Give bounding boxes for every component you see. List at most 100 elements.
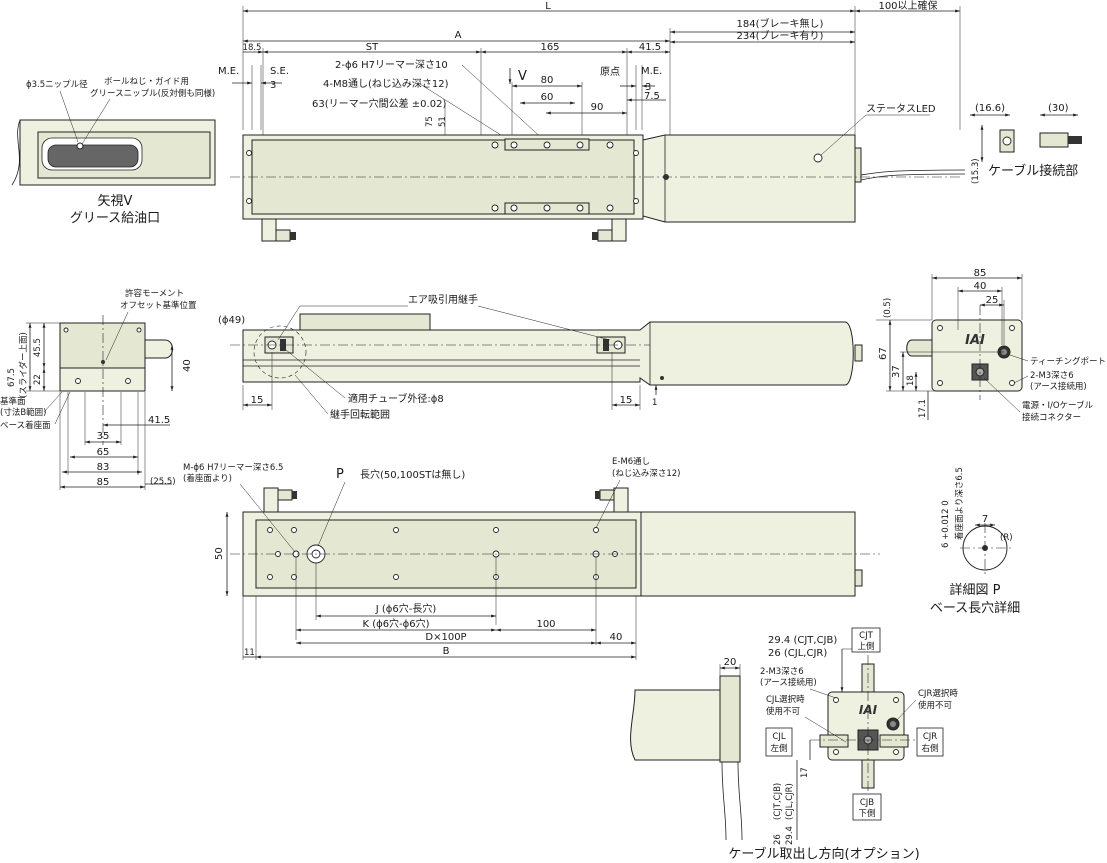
dim-J: J (ϕ6穴-長穴)	[375, 602, 437, 615]
title-detail-p: 詳細図 P	[950, 582, 1001, 598]
label-teaching-port: ティーチングポート	[1030, 356, 1106, 367]
air-fitting-left-top	[261, 218, 296, 242]
dim-60: 60	[541, 92, 554, 103]
side-view: (ϕ49) エア吸引用継手 適用チューブ外径:ϕ8 継手回転範囲 15 15 1	[218, 293, 863, 421]
cable-connection-detail: (16.6) (30) (15.3) ケーブル接続部	[970, 103, 1082, 184]
note-reamer: 2-ϕ6 H7リーマー深さ10	[335, 59, 448, 71]
dim-37: 37	[891, 365, 902, 378]
label-moment-1: 許容モーメント	[125, 288, 184, 299]
end-fitting	[144, 339, 173, 359]
label-cjl-select: CJL選択時	[766, 694, 805, 705]
dim-40-bottom: 40	[610, 632, 623, 643]
label-lower: 下側	[858, 808, 875, 819]
label-ref-face: 基準面	[0, 396, 26, 407]
box-cjl	[765, 727, 793, 757]
iai-logo: IAI	[965, 333, 985, 348]
dim-17-option: 17	[800, 767, 810, 778]
dim-18: 18	[906, 375, 916, 386]
title-cable-option: ケーブル取出し方向(オプション)	[728, 846, 919, 862]
cable-top	[860, 169, 966, 176]
label-cjt: CJT	[859, 631, 873, 641]
label-slot: 長穴(50,100STは無し)	[360, 468, 465, 481]
dim-234: 234(ブレーキ有り)	[737, 29, 824, 42]
label-p: P	[336, 467, 344, 482]
status-led	[813, 153, 823, 163]
dim-40-end: 40	[182, 359, 193, 372]
note-status-led: ステータスLED	[866, 103, 936, 115]
label-tube: 適用チューブ外径:ϕ8	[348, 392, 444, 405]
label-me-right: M.E.	[641, 66, 662, 77]
dim-15-left: 15	[251, 395, 264, 406]
label-left: 左側	[770, 743, 787, 754]
motor-end-view: IAI 85 40 25 (0.5) 67 37 18 17.1 ティーチングポ…	[876, 268, 1106, 423]
dim-165: 165	[540, 42, 559, 53]
label-rotation: 継手回転範囲	[330, 408, 390, 421]
dim-184: 184(ブレーキ無し)	[737, 17, 824, 30]
label-unusable: 使用不可	[766, 706, 801, 717]
title-view-v: 矢視V	[98, 194, 133, 209]
label-nipple: ϕ3.5ニップル径	[26, 79, 88, 90]
slider-holes	[491, 141, 614, 212]
dim-D: D×100P	[425, 632, 466, 643]
dim-22: 22	[33, 374, 43, 385]
label-right: 右側	[921, 743, 938, 754]
title-slot-detail: ベース長穴詳細	[930, 600, 1020, 616]
dim-26-cjl: 26 (CJL,CJR)	[768, 648, 827, 659]
dim-40-motor: 40	[974, 281, 987, 292]
dim-26-bottom: 26	[773, 834, 783, 845]
dim-41-5: 41.5	[639, 42, 661, 53]
dim-29-4-bottom: 29.4	[785, 826, 795, 845]
dim-clearance: 100以上確保	[878, 0, 937, 12]
actuator-body-side	[242, 321, 854, 386]
view-mark-v: V	[518, 69, 527, 84]
label-air-fitting: エア吸引用継手	[408, 293, 478, 306]
label-m3-note-motor: (アース接続用)	[1030, 381, 1087, 392]
dim-45-5: 45.5	[33, 338, 43, 357]
dim-1: 1	[652, 398, 657, 408]
label-m-reamer-2: (着座面より)	[183, 473, 232, 484]
label-depth: 着座面より深さ6.5	[954, 467, 965, 540]
dim-75: 75	[425, 116, 435, 127]
dim-0-5: (0.5)	[883, 298, 893, 318]
dim-tol: 6 +0.012 0	[941, 500, 951, 548]
label-ref-range: (寸法B範囲)	[0, 407, 46, 418]
dim-15-3: (15.3)	[971, 158, 981, 184]
grease-nipple-area	[47, 144, 139, 168]
label-cjr-select: CJR選択時	[918, 688, 958, 699]
dim-65: 65	[97, 447, 110, 458]
label-cjb: CJB	[860, 798, 874, 808]
end-view: 許容モーメント オフセット基準位置 45.5 67.5 (スライダー上面) 22…	[0, 288, 197, 490]
label-ball-screw: ボールねじ・ガイド用	[104, 76, 189, 87]
dim-B: B	[443, 646, 450, 657]
dim-25-motor: 25	[986, 295, 999, 306]
dim-80: 80	[541, 75, 554, 86]
label-origin: 原点	[600, 66, 620, 78]
box-cjb	[852, 793, 882, 821]
label-grease-nipple: グリースニップル(反対側も同様)	[90, 88, 215, 99]
motor-cable-side	[630, 689, 721, 761]
label-cable-part: ケーブル接続部	[988, 163, 1078, 179]
dim-20: 20	[724, 657, 737, 668]
dim-35: 35	[97, 431, 110, 442]
dim-100: 100	[536, 619, 555, 630]
dim-7: 7	[982, 514, 988, 525]
label-m3-motor: 2-M3深さ6	[1030, 371, 1074, 381]
label-cjr: CJR	[923, 732, 937, 742]
dim-25-5: (25.5)	[150, 477, 176, 487]
top-view: L 100以上確保 184(ブレーキ無し) 234(ブレーキ有り) A 18.5…	[218, 0, 1082, 242]
label-side-a: (CJT,CJB)	[773, 783, 783, 820]
bottom-view: M-ϕ6 H7リーマー深さ6.5 (着座面より) P 長穴(50,100STは無…	[183, 456, 880, 660]
label-unusable-2: 使用不可	[918, 700, 953, 711]
label-se: S.E.	[270, 66, 289, 77]
label-r: (R)	[1000, 533, 1013, 543]
label-slider-top: (スライダー上面)	[18, 332, 29, 398]
cable-option: 20 IAI 29.4 (CJT,CJB) 26 (CJL,CJR) CJT 上…	[630, 627, 958, 862]
dim-67-5: 67.5	[7, 368, 17, 387]
dim-A: A	[455, 30, 462, 41]
dim-83: 83	[97, 462, 110, 473]
dim-K: K (ϕ6穴-ϕ6穴)	[362, 617, 429, 630]
dim-ST: ST	[366, 42, 379, 53]
dim-L: L	[545, 1, 551, 12]
detail-p: 7 (R) 6 +0.012 0 着座面より深さ6.5 詳細図 P ベース長穴詳…	[930, 467, 1020, 616]
